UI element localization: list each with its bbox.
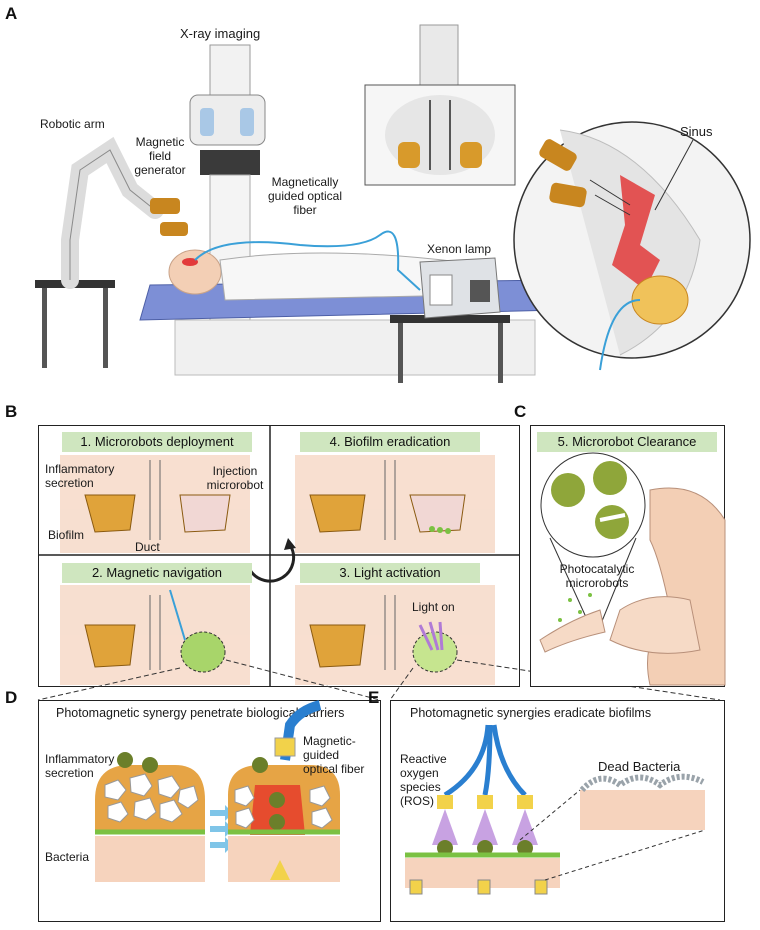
- step2-bar: 2. Magnetic navigation: [62, 563, 252, 583]
- panel-c-label: C: [514, 402, 527, 421]
- panel-d-label: D: [5, 688, 18, 707]
- sinus-label: Sinus: [680, 124, 713, 139]
- panel-e-label: E: [368, 688, 380, 707]
- d-bacteria-label: Bacteria: [45, 850, 90, 864]
- ros-label: Reactive oxygen species (ROS): [400, 752, 447, 808]
- dead-bacteria-label: Dead Bacteria: [598, 759, 681, 774]
- step4-bar: 4. Biofilm eradication: [300, 432, 480, 452]
- magnetic-field-generator-label: Magnetic field generator: [134, 135, 186, 177]
- light-on-label: Light on: [412, 600, 455, 614]
- cycle-arrow: [248, 544, 296, 583]
- patient: [168, 249, 471, 301]
- step5-bar: 5. Microrobot Clearance: [537, 432, 717, 452]
- biofilm-label: Biofilm: [48, 528, 85, 542]
- xenon-lamp-label: Xenon lamp: [427, 242, 492, 256]
- magnet-generator: [150, 198, 188, 236]
- step3-bar: 3. Light activation: [300, 563, 480, 583]
- panel-a-illustration: [35, 24, 751, 383]
- inflammatory-secretion-label: Inflammatory secretion: [45, 462, 115, 490]
- photocatalytic-microrobots-label: Photocatalytic microrobots: [559, 562, 635, 590]
- optical-fiber: [194, 230, 421, 291]
- panel-d-title: Photomagnetic synergy penetrate biologic…: [56, 706, 345, 720]
- d-fiber-label: Magnetic- guided optical fiber: [303, 734, 365, 776]
- duct-label: Duct: [135, 540, 160, 554]
- lamp-stand: [390, 315, 510, 323]
- panel-a-label: A: [5, 4, 18, 23]
- robotic-arm-label: Robotic arm: [40, 117, 105, 131]
- d-fiber: [280, 700, 322, 761]
- d-inflammatory-label: Inflammatory secretion: [45, 752, 115, 780]
- panel-e-title: Photomagnetic synergies eradicate biofil…: [410, 706, 652, 720]
- guided-fiber-label: Magnetically guided optical fiber: [267, 175, 343, 217]
- panel-b-label: B: [5, 402, 18, 421]
- sinus-shape: [612, 175, 660, 290]
- xray-imaging-label: X-ray imaging: [180, 26, 261, 41]
- step1-bar: 1. Microrobots deployment: [62, 432, 252, 452]
- injection-microrobot-label: Injection microrobot: [206, 464, 264, 492]
